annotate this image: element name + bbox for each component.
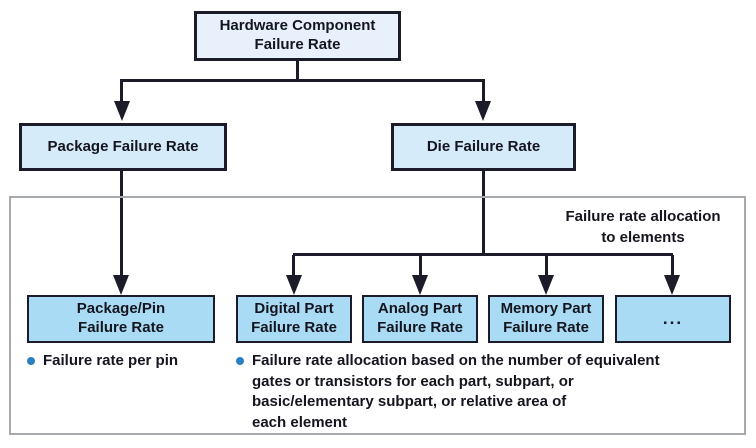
bullet-failure-rate-allocation: Failure rate allocation based on the num… <box>236 351 731 433</box>
edge-analog-stem <box>419 255 422 276</box>
edge-package-stem <box>120 79 123 102</box>
node-die-failure-rate: Die Failure Rate <box>391 123 576 171</box>
node-package-pin-failure-rate: Package/Pin Failure Rate <box>27 295 215 343</box>
edge-die-stem <box>482 79 485 102</box>
bullet-dot-icon <box>27 357 35 365</box>
bullet-pin-text: Failure rate per pin <box>43 352 179 369</box>
edge-die-drop <box>482 171 485 256</box>
edge-digital-stem <box>292 255 295 276</box>
edge-other-stem <box>671 255 674 276</box>
edge-memory-stem <box>545 255 548 276</box>
allocation-heading: Failure rate allocation to elements <box>565 208 721 246</box>
arrowhead-to-digital-icon <box>286 275 302 295</box>
edge-package-to-pkgpin <box>120 171 123 276</box>
bullet-failure-rate-per-pin: Failure rate per pin <box>27 351 227 372</box>
bullet-dot-icon <box>236 357 244 365</box>
arrowhead-to-memory-icon <box>538 275 554 295</box>
node-package-failure-rate: Package Failure Rate <box>19 123 227 171</box>
bullet-allocation-text: Failure rate allocation based on the num… <box>252 352 660 431</box>
edge-root-stem <box>296 61 299 80</box>
arrowhead-to-analog-icon <box>412 275 428 295</box>
allocation-container <box>9 196 746 435</box>
node-memory-part-failure-rate: Memory Part Failure Rate <box>488 295 604 343</box>
edge-level1-split <box>120 79 484 82</box>
node-analog-part-failure-rate: Analog Part Failure Rate <box>362 295 478 343</box>
edge-level3-split <box>293 253 673 256</box>
node-other-elements: ... <box>615 295 731 343</box>
node-digital-part-failure-rate: Digital Part Failure Rate <box>236 295 352 343</box>
node-hardware-component-failure-rate: Hardware Component Failure Rate <box>194 11 401 61</box>
arrowhead-to-die-icon <box>475 101 491 121</box>
arrowhead-to-pkgpin-icon <box>113 275 129 295</box>
arrowhead-to-package-icon <box>114 101 130 121</box>
arrowhead-to-other-icon <box>664 275 680 295</box>
